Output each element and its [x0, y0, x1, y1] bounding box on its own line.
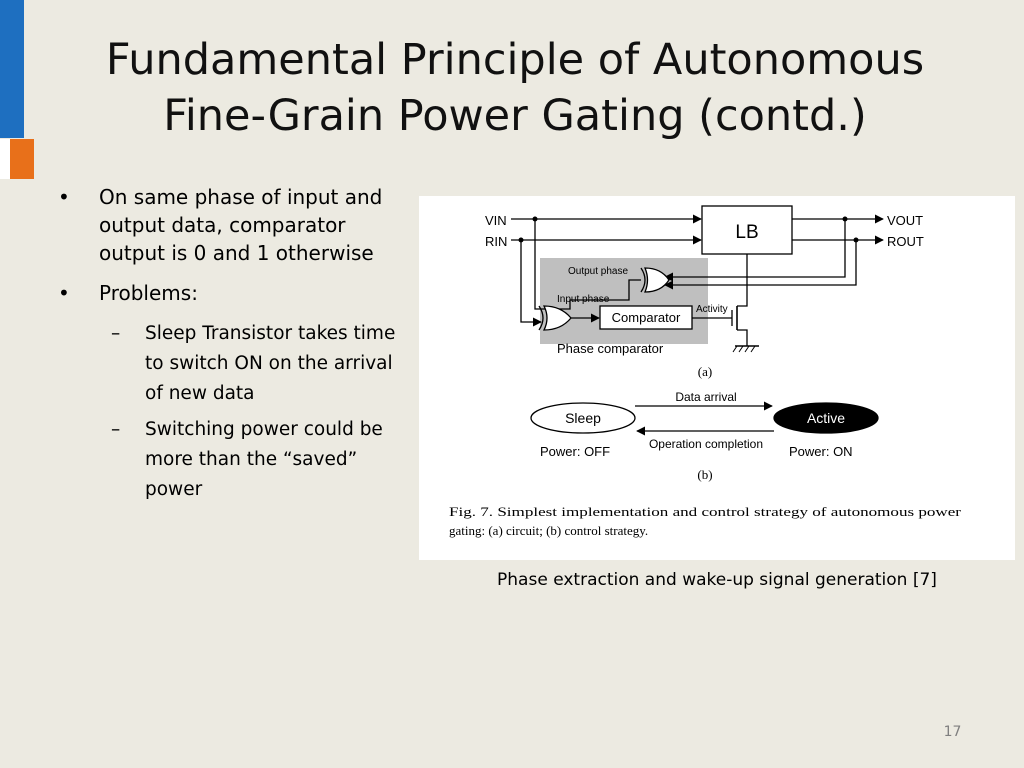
rin-label: RIN: [485, 234, 507, 249]
vin-label: VIN: [485, 213, 507, 228]
sleep-label: Sleep: [565, 410, 601, 426]
rout-feedback-wire: [664, 240, 857, 290]
ground-hatch: [738, 345, 744, 353]
sub-bullet-marker: –: [111, 323, 121, 344]
comparator-label: Comparator: [612, 310, 681, 325]
power-off-label: Power: OFF: [540, 444, 610, 459]
bullet-item: • Problems:: [58, 279, 408, 307]
ground-hatch: [744, 345, 750, 353]
bullet-text: On same phase of input and output data, …: [99, 185, 383, 265]
figure-caption-line-1: Fig. 7. Simplest implementation and cont…: [449, 504, 962, 519]
transistor-drain-wire: [737, 254, 748, 307]
power-on-label: Power: ON: [789, 444, 853, 459]
operation-completion-label: Operation completion: [649, 437, 763, 451]
ground-hatch: [750, 345, 756, 353]
sub-bullet-item: – Switching power could be more than the…: [58, 415, 408, 505]
phase-comparator-label: Phase comparator: [557, 341, 664, 356]
sub-bullet-text: Switching power could be more than the “…: [145, 419, 383, 500]
xor-output-gate: [644, 267, 670, 293]
ground-hatch: [732, 345, 738, 353]
accent-gap: [0, 139, 10, 179]
title-line-1: Fundamental Principle of Autonomous: [105, 35, 925, 85]
accent-bar-blue: [0, 0, 24, 138]
lb-label: LB: [735, 222, 758, 243]
active-state: [773, 402, 879, 434]
transistor-source-wire: [737, 329, 748, 346]
activity-label: Activity: [696, 304, 728, 315]
output-phase-label: Output phase: [568, 266, 628, 277]
vout-label: VOUT: [887, 213, 923, 228]
figure-label-a: (a): [698, 364, 712, 379]
sub-bullet-text: Sleep Transistor takes time to switch ON…: [145, 323, 396, 404]
rout-label: ROUT: [887, 234, 924, 249]
figure-caption: Phase extraction and wake-up signal gene…: [497, 570, 937, 590]
circuit-figure: VIN RIN LB VOUT ROUT Output phase Input …: [419, 196, 1015, 560]
vout-feedback-wire: [664, 219, 846, 282]
active-label: Active: [807, 410, 845, 426]
xor-input-gate-back: [538, 305, 544, 331]
vin-branch-wire: [534, 219, 539, 310]
page-number: 17: [943, 724, 962, 740]
data-arrival-label: Data arrival: [675, 390, 736, 404]
bullet-text: Problems:: [99, 281, 198, 305]
bullet-marker: •: [58, 281, 70, 305]
title-line-2: Fine-Grain Power Gating (contd.): [163, 91, 867, 141]
figure-label-b: (b): [697, 467, 712, 482]
xor-output-gate-back: [640, 267, 646, 293]
output-phase-wire: [539, 279, 641, 310]
sleep-state: [530, 402, 636, 434]
sub-bullet-marker: –: [111, 419, 121, 440]
circuit-diagram: VIN RIN LB VOUT ROUT Output phase Input …: [449, 205, 962, 538]
rin-to-xor-wire: [520, 240, 542, 327]
bullet-item: • On same phase of input and output data…: [58, 183, 408, 267]
input-phase-label: Input phase: [557, 294, 610, 305]
phase-comparator-region: [540, 258, 708, 344]
bullet-list: • On same phase of input and output data…: [58, 183, 408, 511]
sub-bullet-item: – Sleep Transistor takes time to switch …: [58, 319, 408, 409]
accent-bar-orange: [10, 139, 34, 179]
slide-title: Fundamental Principle of Autonomous Fine…: [40, 32, 990, 144]
xor-input-gate: [542, 305, 572, 331]
figure-caption-line-2: gating: (a) circuit; (b) control strateg…: [449, 523, 648, 538]
bullet-marker: •: [58, 185, 70, 209]
